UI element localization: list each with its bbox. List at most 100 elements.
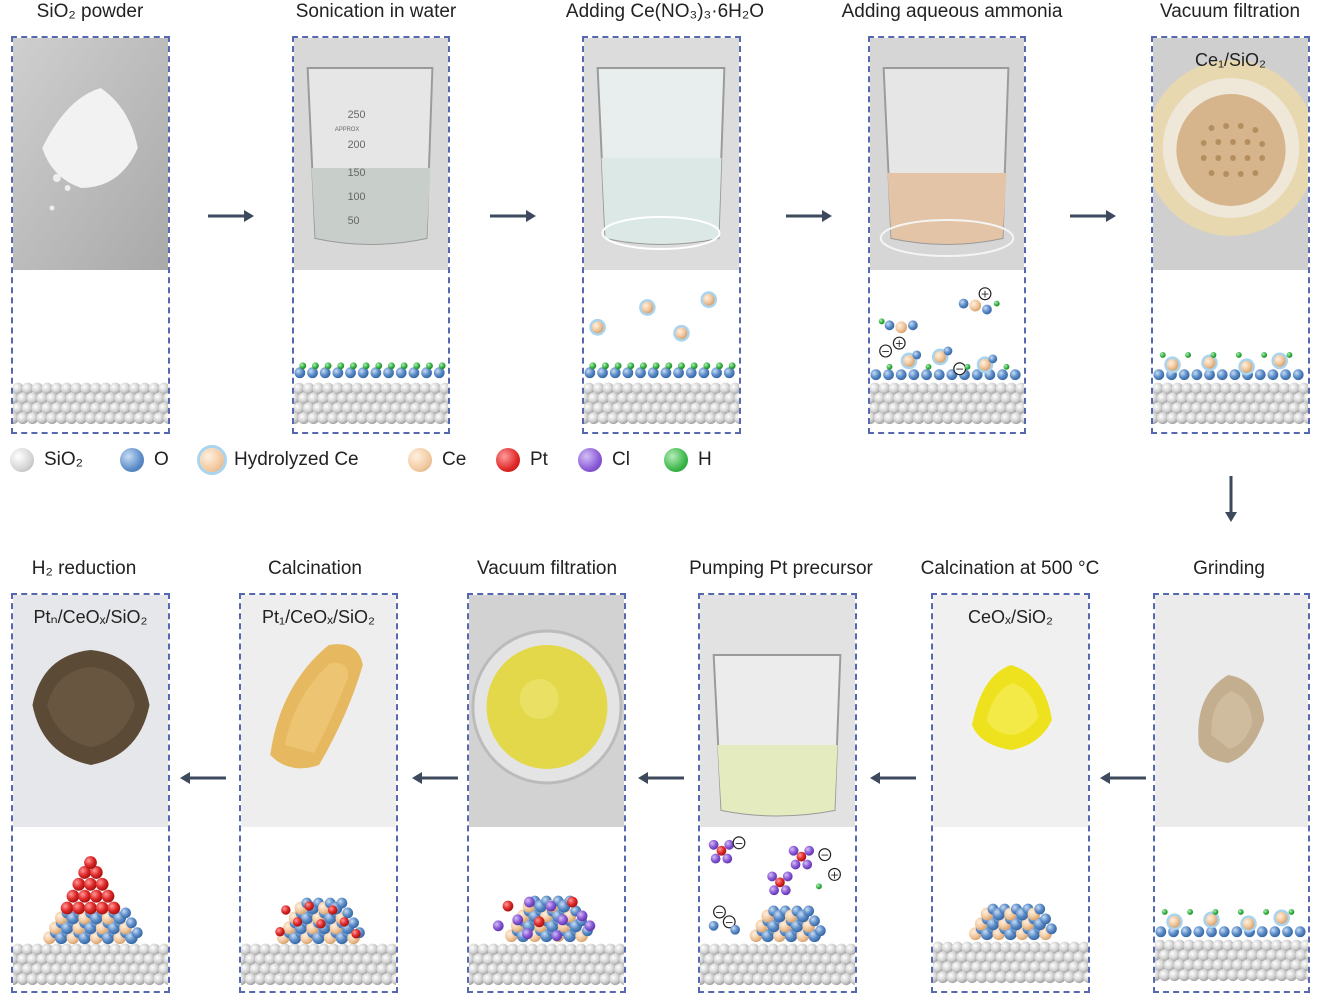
si-atom [966,382,979,395]
si-atom [41,402,53,415]
si-atom [883,392,896,405]
si-atom [390,382,403,395]
si-atom [747,963,760,976]
si-atom [395,412,408,425]
si-atom [46,973,58,986]
si-atom [375,392,388,405]
si-atom [41,943,53,956]
si-atom [670,402,683,415]
si-atom [850,953,855,966]
si-atom [65,953,78,966]
photo-ceox-sio2: CeOₓ/SiO₂ [933,595,1088,827]
photo-beaker-pt-precursor [700,595,855,827]
si-atom [947,382,959,395]
si-atom [584,382,595,395]
si-atom [375,412,388,425]
panel-calcination: Pt₁/CeOₓ/SiO₂ [239,593,398,993]
si-atom [898,402,910,415]
si-atom [342,973,355,986]
si-atom [1227,949,1239,962]
o-atom [933,369,945,381]
si-atom [129,963,141,976]
si-atom [75,953,88,966]
si-atom [60,382,73,395]
si-atom [584,392,590,405]
o-atom [921,369,932,381]
si-atom [148,402,161,415]
si-atom [85,973,97,986]
si-atom [917,382,930,395]
si-atom [1191,382,1203,395]
pt-atom [66,889,80,903]
si-atom [477,943,490,956]
cl-atom [767,871,778,882]
o-atom [1180,926,1192,938]
si-atom [602,402,615,415]
si-atom [781,953,794,966]
si-atom [1217,969,1230,982]
si-atom [1305,970,1308,981]
si-atom [1063,971,1076,984]
si-atom [665,392,678,405]
si-atom [840,953,853,966]
si-atom [820,973,833,986]
si-atom [1200,402,1213,415]
si-atom [614,943,624,956]
si-atom [51,402,63,415]
si-atom [531,973,544,986]
si-atom [254,973,267,986]
o-atom [1267,369,1279,381]
o-atom [884,320,895,331]
ce-atom [895,321,908,334]
si-atom [124,412,136,425]
si-atom [1270,959,1283,972]
si-atom [1083,971,1088,984]
pt-atom [95,877,109,891]
si-atom [752,953,765,966]
si-atom [1283,412,1296,425]
o-atom [815,925,826,937]
h-atom [716,362,723,370]
si-atom [380,402,393,415]
si-atom [961,961,973,974]
si-atom [133,412,146,425]
si-atom [249,963,262,976]
o-atom [883,369,894,381]
si-atom [99,382,112,395]
si-atom [941,961,954,974]
si-atom [1220,402,1232,415]
si-atom [1155,939,1166,952]
si-atom [13,392,19,405]
cl-atom [804,845,815,856]
si-atom [1246,949,1259,962]
si-atom [1171,402,1184,415]
si-atom [241,963,252,976]
si-atom [1155,959,1166,972]
si-atom [341,382,354,395]
beaker-mark-50: 50 [348,215,360,227]
si-atom [646,392,659,405]
si-atom [825,963,838,976]
si-atom [584,402,595,415]
si-atom [927,402,940,415]
si-atom [1078,941,1088,954]
step-title-vacuum-filtration-1: Vacuum filtration [1159,1,1301,22]
si-atom [351,402,364,415]
h-atom [1185,351,1192,358]
si-atom [444,392,448,405]
si-atom [878,382,891,395]
si-atom [941,941,954,954]
si-atom [936,971,949,984]
si-atom [104,953,117,966]
legend-item-h: H [664,448,712,472]
si-atom [734,392,739,405]
si-atom [1293,412,1306,425]
si-atom [1010,412,1023,425]
si-atom [873,392,886,405]
si-atom [41,382,53,395]
si-atom [70,382,83,395]
si-atom [31,943,44,956]
si-atom [337,963,350,976]
si-atom [385,412,398,425]
si-atom [356,392,369,405]
